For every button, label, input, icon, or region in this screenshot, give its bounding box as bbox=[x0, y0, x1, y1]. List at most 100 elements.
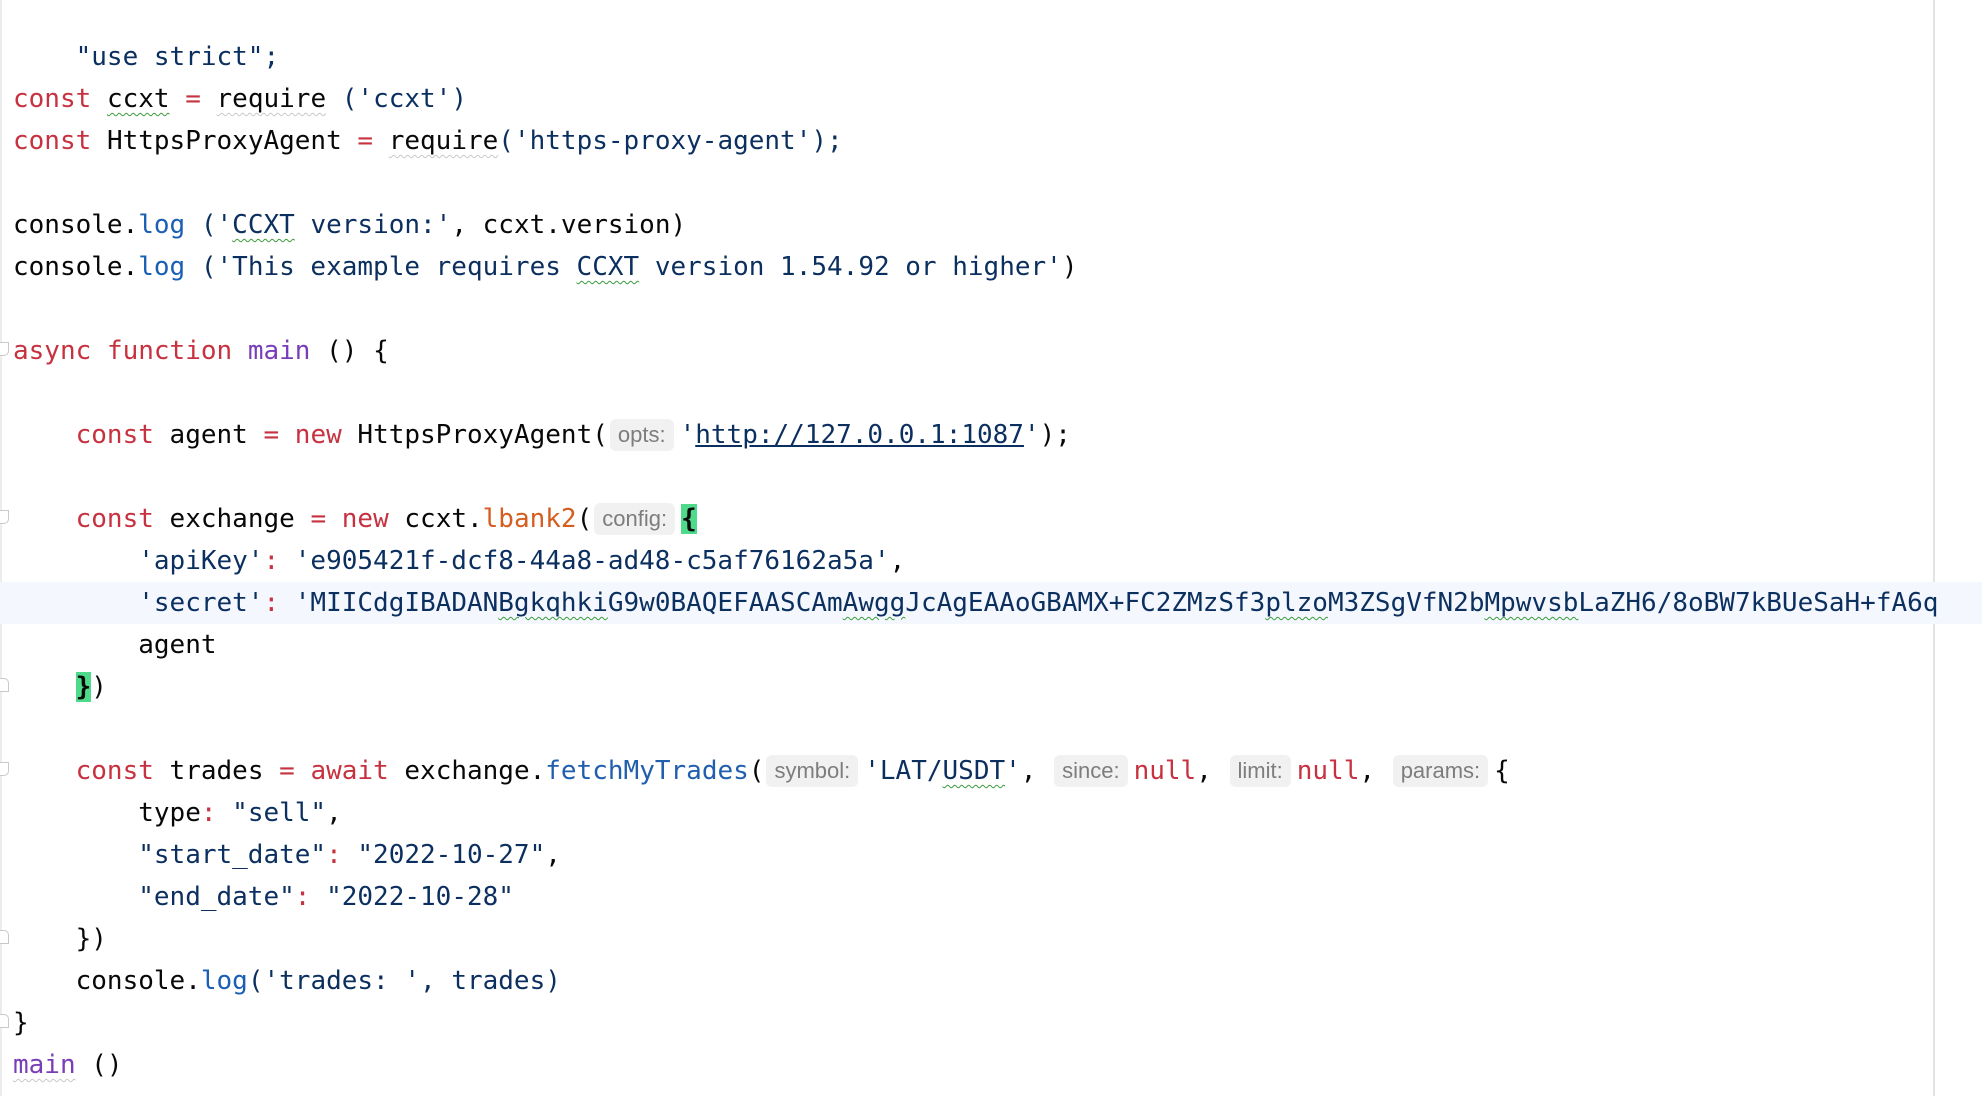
colon: : bbox=[326, 840, 342, 870]
key-secret: 'secret' bbox=[138, 588, 264, 618]
code-line-23[interactable]: }) bbox=[0, 918, 1982, 960]
keyword-const: const bbox=[75, 504, 154, 534]
function-name-main: main bbox=[247, 336, 311, 366]
log-method: log bbox=[138, 252, 186, 282]
secret-typo-4: Mpwvsb bbox=[1484, 588, 1579, 618]
param-hint-params: params: bbox=[1392, 755, 1489, 787]
fold-marker-main[interactable] bbox=[0, 342, 9, 356]
keyword-const: const bbox=[13, 126, 92, 156]
key-apikey: 'apiKey' bbox=[138, 546, 264, 576]
keyword-await: await bbox=[310, 756, 389, 786]
code-line-9[interactable]: async function main () { bbox=[0, 330, 1982, 372]
typo-ccxt: CCXT bbox=[232, 210, 295, 240]
param-hint-since: since: bbox=[1054, 755, 1128, 787]
code-line-21[interactable]: "start_date": "2022-10-27", bbox=[0, 834, 1982, 876]
fold-marker-main-end[interactable] bbox=[0, 1014, 9, 1028]
secret-part-5: LaZH6/8oBW7kBUeSaH+fA6q bbox=[1578, 588, 1939, 618]
fold-marker-exchange-config[interactable] bbox=[0, 510, 9, 524]
operator-equals: = bbox=[263, 420, 280, 450]
code-line-7[interactable]: console.log ('This example requires CCXT… bbox=[0, 246, 1982, 288]
keyword-const: const bbox=[75, 756, 154, 786]
code-line-26[interactable]: main () bbox=[0, 1044, 1982, 1086]
signature-tail: () { bbox=[310, 336, 389, 366]
code-line-4[interactable]: const HttpsProxyAgent = require('https-p… bbox=[0, 120, 1982, 162]
code-line-11[interactable]: const agent = new HttpsProxyAgent(opts:'… bbox=[0, 414, 1982, 456]
secret-part-2: G9w0BAQEFAASCAm bbox=[607, 588, 843, 618]
code-line-19[interactable]: const trades = await exchange.fetchMyTra… bbox=[0, 750, 1982, 792]
key-start-date: "start_date" bbox=[138, 840, 327, 870]
code-line-3[interactable]: const ccxt = require ('ccxt') bbox=[0, 78, 1982, 120]
operator-equals: = bbox=[357, 126, 374, 156]
operator-equals: = bbox=[279, 756, 295, 786]
require-arg: ('https-proxy-agent'); bbox=[498, 126, 843, 156]
keyword-const: const bbox=[75, 420, 154, 450]
class-httpsproxyagent: HttpsProxyAgent( bbox=[341, 420, 608, 450]
code-line-13[interactable]: const exchange = new ccxt.lbank2(config:… bbox=[0, 498, 1982, 540]
comma: , bbox=[326, 798, 342, 828]
quote-open: ' bbox=[679, 420, 696, 450]
secret-typo-3: plzo bbox=[1265, 588, 1328, 618]
key-type: type bbox=[138, 798, 201, 828]
quote-close: ' bbox=[1023, 420, 1040, 450]
code-line-17[interactable]: }) bbox=[0, 666, 1982, 708]
value-type: "sell" bbox=[216, 798, 327, 828]
string-rest: version:' bbox=[294, 210, 452, 240]
symbol-part-b: ' bbox=[1005, 756, 1021, 786]
param-hint-symbol: symbol: bbox=[766, 755, 859, 787]
identifier-ccxt: ccxt bbox=[106, 84, 170, 114]
typo-ccxt: CCXT bbox=[576, 252, 640, 282]
code-line-14[interactable]: 'apiKey': 'e905421f-dcf8-44a8-ad48-c5af7… bbox=[0, 540, 1982, 582]
fold-marker-params[interactable] bbox=[0, 762, 9, 776]
operator-equals: = bbox=[185, 84, 201, 114]
symbol-typo-usdt: USDT bbox=[942, 756, 1006, 786]
console-object: console. bbox=[13, 252, 139, 282]
keyword-async: async bbox=[13, 336, 92, 366]
code-line-1[interactable]: "use strict"; bbox=[0, 0, 1982, 72]
code-line-15-current[interactable]: 'secret': 'MIICdgIBADANBgkqhkiG9w0BAQEFA… bbox=[0, 582, 1982, 624]
comma: , bbox=[1020, 756, 1037, 786]
symbol-part-a: 'LAT/ bbox=[864, 756, 943, 786]
param-hint-config: config: bbox=[594, 503, 676, 535]
value-apikey: 'e905421f-dcf8-44a8-ad48-c5af76162a5a' bbox=[279, 546, 890, 576]
code-line-16[interactable]: agent bbox=[0, 624, 1982, 666]
colon: : bbox=[263, 588, 280, 618]
statement-tail: ); bbox=[1039, 420, 1071, 450]
param-hint-opts: opts: bbox=[609, 419, 674, 451]
log-args: ('trades: ', trades) bbox=[247, 966, 561, 996]
console-object: console. bbox=[75, 966, 201, 996]
identifier-agent-ref: agent bbox=[138, 630, 217, 660]
fetchmytrades-method: fetchMyTrades bbox=[545, 756, 749, 786]
fold-marker-exchange-config-end[interactable] bbox=[0, 678, 9, 692]
require-call: require bbox=[388, 126, 499, 156]
code-line-24[interactable]: console.log('trades: ', trades) bbox=[0, 960, 1982, 1002]
require-call: require bbox=[216, 84, 327, 114]
log-method: log bbox=[138, 210, 186, 240]
secret-typo-2: Awgg bbox=[842, 588, 906, 618]
proxy-url-link[interactable]: http://127.0.0.1:1087 bbox=[695, 420, 1024, 450]
main-close-brace: } bbox=[13, 1008, 29, 1038]
code-line-25[interactable]: } bbox=[0, 1002, 1982, 1044]
args-tail: , ccxt.version) bbox=[451, 210, 687, 240]
keyword-const: const bbox=[13, 84, 92, 114]
code-line-20[interactable]: type: "sell", bbox=[0, 792, 1982, 834]
colon: : bbox=[263, 546, 280, 576]
secret-part-1: 'MIICdgIBADAN bbox=[294, 588, 499, 618]
lbank2-class: lbank2 bbox=[482, 504, 577, 534]
comma: , bbox=[1196, 756, 1212, 786]
string-open: (' bbox=[185, 210, 233, 240]
ccxt-object: ccxt. bbox=[388, 504, 483, 534]
paren-close: ) bbox=[91, 672, 107, 702]
console-object: console. bbox=[13, 210, 139, 240]
comma: , bbox=[545, 840, 561, 870]
keyword-new: new bbox=[341, 504, 389, 534]
matched-brace-close: } bbox=[75, 672, 92, 702]
value-start-date: "2022-10-27" bbox=[341, 840, 546, 870]
code-line-6[interactable]: console.log ('CCXT version:', ccxt.versi… bbox=[0, 204, 1982, 246]
string-open: ('This example requires bbox=[185, 252, 577, 282]
code-line-22[interactable]: "end_date": "2022-10-28" bbox=[0, 876, 1982, 918]
keyword-new: new bbox=[294, 420, 342, 450]
fold-marker-params-end[interactable] bbox=[0, 930, 9, 944]
keyword-function: function bbox=[106, 336, 233, 366]
identifier-exchange: exchange bbox=[153, 504, 311, 534]
